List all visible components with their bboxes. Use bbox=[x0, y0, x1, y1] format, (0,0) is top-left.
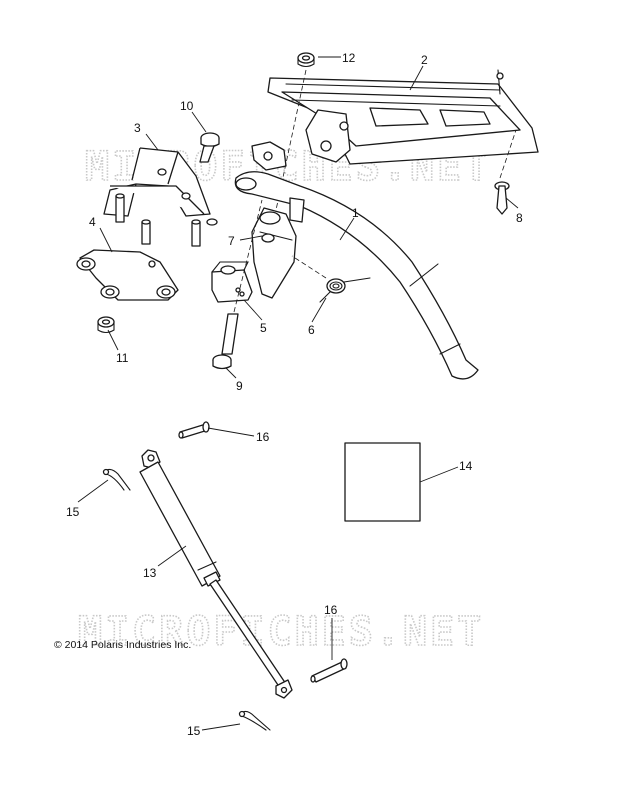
clevis-pin-part-16-bottom bbox=[310, 658, 348, 683]
callout-3: 3 bbox=[134, 121, 141, 135]
callout-12: 12 bbox=[342, 51, 356, 65]
clevis-pin-part-16-top bbox=[178, 421, 210, 439]
screw-part-8 bbox=[494, 181, 510, 215]
bolt-part-9 bbox=[212, 313, 239, 370]
callout-5: 5 bbox=[260, 321, 267, 335]
guide-line-9 bbox=[233, 199, 263, 313]
callout-10: 10 bbox=[180, 99, 194, 113]
bracket-part-3 bbox=[103, 147, 218, 247]
callout-9: 9 bbox=[236, 379, 243, 393]
callout-14: 14 bbox=[459, 459, 473, 473]
bolt-part-10 bbox=[199, 132, 220, 163]
callout-8: 8 bbox=[516, 211, 523, 225]
watermark-bottom: MICROFICHES.NET bbox=[78, 609, 484, 655]
nut-part-11 bbox=[97, 316, 115, 334]
nut-part-12 bbox=[297, 52, 315, 68]
callout-4: 4 bbox=[89, 215, 96, 229]
callout-16-top: 16 bbox=[256, 430, 270, 444]
hair-pin-part-15-bottom bbox=[238, 710, 271, 731]
callout-11: 11 bbox=[116, 351, 129, 365]
gas-strut-part-13 bbox=[139, 449, 293, 699]
pedal-arm-part-1 bbox=[234, 171, 479, 380]
callout-16-bottom: 16 bbox=[324, 603, 338, 617]
bushing-part-7 bbox=[261, 233, 275, 243]
callout-13: 13 bbox=[143, 566, 157, 580]
decal-part-14 bbox=[344, 442, 421, 522]
copyright-notice: © 2014 Polaris Industries Inc. bbox=[54, 639, 191, 651]
leader-lines bbox=[77, 56, 519, 731]
callout-6: 6 bbox=[308, 323, 315, 337]
callout-1: 1 bbox=[352, 206, 359, 220]
hair-pin-part-15-top bbox=[102, 468, 131, 491]
pedal-plate-part-2 bbox=[251, 69, 539, 171]
block-part-5 bbox=[211, 261, 253, 303]
callout-15-bottom: 15 bbox=[187, 724, 201, 738]
guide-line-6 bbox=[291, 255, 327, 279]
base-plate-part-4 bbox=[76, 249, 179, 301]
callout-7: 7 bbox=[228, 234, 235, 248]
callout-2: 2 bbox=[421, 53, 428, 67]
spring-part-6 bbox=[319, 277, 371, 303]
guide-line-8 bbox=[499, 129, 517, 179]
callout-15-top: 15 bbox=[66, 505, 80, 519]
